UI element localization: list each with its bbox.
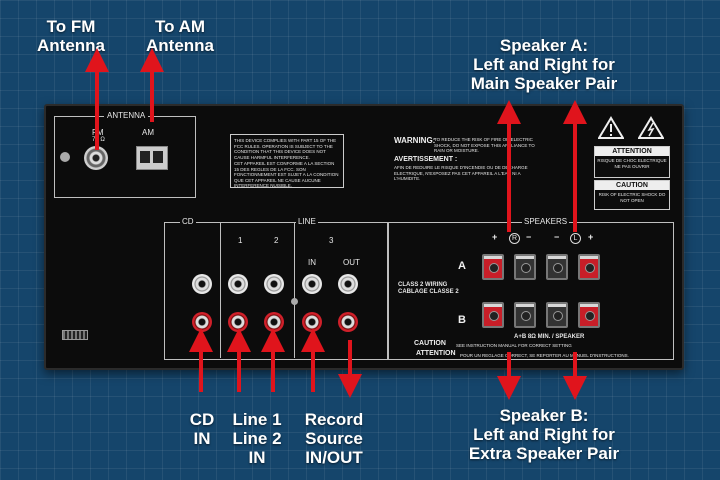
ices-text: CET APPAREIL EST CONFORME A LA SECTION 1… (234, 161, 339, 188)
fm-label: FM (92, 128, 104, 137)
speaker-a-left-minus-terminal[interactable] (546, 254, 568, 280)
speakers-section-label: SPEAKERS (522, 217, 570, 226)
speaker-b-callout: Speaker B: Left and Right for Extra Spea… (468, 406, 620, 463)
speaker-r-minus-label: − (526, 232, 532, 242)
impedance-label: A+B 8Ω MIN. / SPEAKER (514, 334, 585, 340)
line3-in-right-jack[interactable] (302, 312, 322, 332)
antenna-section (54, 116, 196, 198)
speaker-b-right-minus-terminal[interactable] (514, 302, 536, 328)
line2-right-jack[interactable] (264, 312, 284, 332)
caution-bottom-label: CAUTION (414, 340, 446, 347)
warning-title: WARNING: (394, 136, 436, 145)
attention-text: RISQUE DE CHOC ELECTRIQUE NE PAS OUVRIR (597, 158, 667, 169)
cd-left-jack[interactable] (192, 274, 212, 294)
caution-text: RISK OF ELECTRIC SHOCK DO NOT OPEN (598, 192, 666, 203)
speaker-r-label: R (509, 233, 520, 244)
fm-impedance-label: 75 Ω (92, 137, 105, 143)
speaker-l-label: L (570, 233, 581, 244)
line1-left-jack[interactable] (228, 274, 248, 294)
caution-label: CAUTION (595, 181, 669, 190)
ground-screw-icon (60, 152, 70, 162)
fcc-label: THIS DEVICE COMPLIES WITH PART 15 OF THE… (230, 134, 344, 188)
fm-antenna-callout: To FM Antenna (37, 17, 105, 55)
am-antenna-callout: To AM Antenna (146, 17, 214, 55)
line-3-label: 3 (329, 236, 334, 245)
speaker-r-plus-label: + (492, 232, 498, 242)
rear-panel: ANTENNA FM 75 Ω AM THIS DEVICE COMPLIES … (44, 104, 684, 370)
warning-text: TO REDUCE THE RISK OF FIRE OR ELECTRIC S… (434, 137, 535, 153)
attention-bottom-text: POUR UN REGLAGE CORRECT, SE REPORTER AU … (460, 353, 629, 358)
cd-divider (220, 222, 221, 358)
class2-wiring-label: CLASS 2 WIRING CABLAGE CLASSE 2 (398, 282, 459, 295)
speaker-a-right-minus-terminal[interactable] (514, 254, 536, 280)
exclamation-warning-icon (598, 116, 624, 139)
speaker-a-callout: Speaker A: Left and Right for Main Speak… (470, 36, 618, 93)
speaker-l-minus-label: − (554, 232, 560, 242)
line2-left-jack[interactable] (264, 274, 284, 294)
line3-divider (294, 222, 295, 358)
line-3-out-label: OUT (343, 258, 360, 267)
cd-section-label: CD (180, 217, 196, 226)
inputs-section (164, 222, 388, 360)
am-label: AM (142, 128, 154, 137)
cd-right-jack[interactable] (192, 312, 212, 332)
panel-screw-icon (291, 298, 298, 305)
speaker-b-left-plus-terminal[interactable] (578, 302, 600, 328)
line-3-in-label: IN (308, 258, 316, 267)
line-section-label: LINE (296, 217, 318, 226)
attention-label-box: ATTENTION RISQUE DE CHOC ELECTRIQUE NE P… (594, 146, 670, 178)
line-2-label: 2 (274, 236, 279, 245)
speaker-b-right-plus-terminal[interactable] (482, 302, 504, 328)
attention-label: ATTENTION (595, 147, 669, 156)
caution-bottom-text: SEE INSTRUCTION MANUAL FOR CORRECT SETTI… (456, 343, 572, 348)
speaker-l-plus-label: + (588, 232, 594, 242)
line-in-callout: Line 1 Line 2 IN (232, 410, 282, 467)
attention-bottom-label: ATTENTION (416, 350, 456, 357)
antenna-label: ANTENNA (104, 111, 149, 120)
avertissement-text: AFIN DE REDUIRE LE RISQUE D'INCENDIE OU … (394, 165, 528, 181)
avertissement-title: AVERTISSEMENT : (394, 156, 458, 163)
speaker-b-left-minus-terminal[interactable] (546, 302, 568, 328)
remote-connector[interactable] (62, 330, 88, 340)
am-antenna-terminal[interactable] (136, 146, 168, 170)
warning-block: WARNING: TO REDUCE THE RISK OF FIRE OR E… (394, 136, 544, 186)
record-source-callout: Record Source IN/OUT (304, 410, 364, 467)
fm-antenna-connector[interactable] (84, 146, 108, 170)
line1-right-jack[interactable] (228, 312, 248, 332)
row-a-label: A (458, 260, 466, 272)
electric-shock-icon (638, 116, 664, 139)
line3-out-left-jack[interactable] (338, 274, 358, 294)
speaker-a-left-plus-terminal[interactable] (578, 254, 600, 280)
line3-in-left-jack[interactable] (302, 274, 322, 294)
fcc-text: THIS DEVICE COMPLIES WITH PART 15 OF THE… (234, 138, 337, 160)
row-b-label: B (458, 314, 466, 326)
speaker-a-right-plus-terminal[interactable] (482, 254, 504, 280)
cd-in-callout: CD IN (189, 410, 215, 448)
line3-out-right-jack[interactable] (338, 312, 358, 332)
line-1-label: 1 (238, 236, 243, 245)
caution-label-box: CAUTION RISK OF ELECTRIC SHOCK DO NOT OP… (594, 180, 670, 210)
